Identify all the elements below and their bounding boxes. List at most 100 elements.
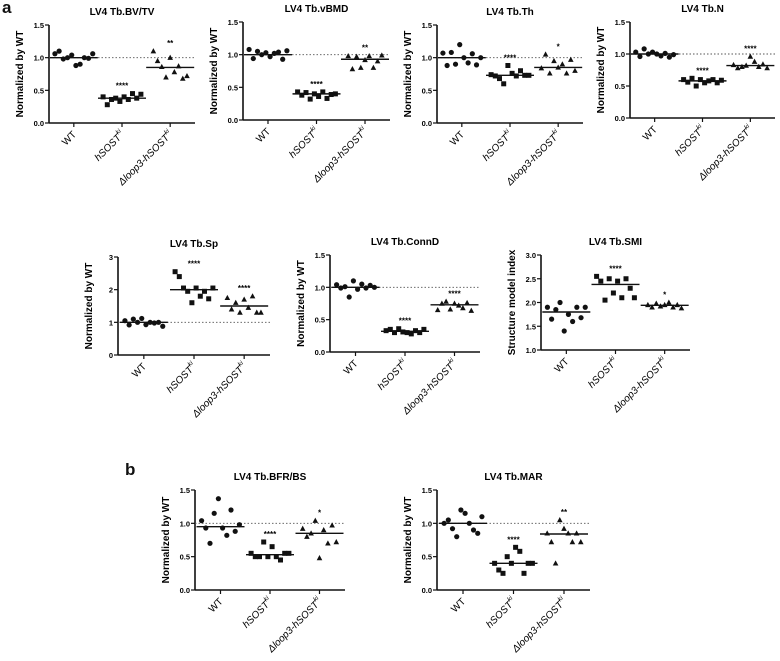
x-tick-label: Δloop3-hSOSTki [264,595,325,656]
y-tick-label: 1.0 [34,54,44,63]
significance-marker: * [663,291,667,300]
x-tick-label: WT [254,126,273,145]
significance-marker: ** [561,508,568,517]
x-tick-label: Δloop3-hSOSTki [502,128,563,189]
x-tick-label: Δloop3-hSOSTki [399,357,460,418]
y-tick-label: 0.0 [34,119,44,128]
x-tick-label: WT [130,361,149,380]
x-tick-label: WT [641,124,660,143]
y-axis-label: Normalized by WT [296,260,307,347]
y-tick-label: 3 [109,253,113,262]
x-tick-label: WT [449,596,468,615]
y-tick-label: 1.0 [422,54,432,63]
y-tick-label: 0.0 [228,116,238,125]
x-tick-label: hSOSTki [483,595,519,631]
panel-label-b: b [125,460,136,479]
significance-marker: **** [507,535,520,544]
chart-title: LV4 Tb.Th [486,7,534,18]
significance-marker: **** [238,284,251,293]
x-tick-label: hSOSTki [163,360,199,396]
x-tick-label: hSOSTki [585,355,621,391]
y-tick-label: 0 [109,351,113,360]
significance-marker: ** [362,43,369,52]
x-tick-label: hSOSTki [479,128,515,164]
x-tick-label: WT [207,596,226,615]
y-tick-label: 1 [109,318,113,327]
y-axis-label: Normalized by WT [596,27,607,114]
y-tick-label: 1.0 [180,519,190,528]
x-tick-label: WT [60,129,79,148]
y-tick-label: 0.0 [315,348,325,357]
x-tick-label: Δloop3-hSOSTki [508,595,569,656]
significance-marker: **** [188,260,201,269]
x-tick-label: Δloop3-hSOSTki [114,128,175,189]
y-tick-label: 0.5 [422,86,432,95]
y-tick-label: 0.5 [228,83,238,92]
significance-marker: **** [264,530,277,539]
y-tick-label: 0.0 [422,586,432,595]
significance-marker: **** [696,66,709,75]
y-tick-label: 0.0 [615,114,625,123]
y-tick-label: 1.0 [615,50,625,59]
chart-title: LV4 Tb.SMI [589,237,642,248]
y-axis-label: Structure model index [507,249,518,355]
y-axis-label: Normalized by WT [403,497,414,584]
significance-marker: ** [167,39,174,48]
x-tick-label: hSOSTki [239,595,275,631]
x-tick-label: Δloop3-hSOSTki [188,360,249,421]
x-tick-label: hSOSTki [672,123,708,159]
y-tick-label: 1.5 [34,21,44,30]
significance-marker: * [318,509,322,518]
y-tick-label: 0.0 [422,119,432,128]
y-tick-label: 0.5 [422,553,432,562]
x-tick-label: Δloop3-hSOSTki [609,355,670,416]
significance-marker: * [557,42,561,51]
y-axis-label: Normalized by WT [15,31,26,118]
chart-title: LV4 Tb.Sp [170,239,218,250]
y-tick-label: 0.5 [180,553,190,562]
y-axis-label: Normalized by WT [403,31,414,118]
chart-title: LV4 Tb.N [681,4,724,15]
y-tick-label: 1.5 [615,18,625,27]
y-axis-label: Normalized by WT [161,497,172,584]
y-tick-label: 1.5 [422,486,432,495]
y-axis-label: Normalized by WT [209,28,220,115]
y-tick-label: 0.0 [180,586,190,595]
x-tick-label: WT [342,358,361,377]
x-tick-label: WT [448,129,467,148]
panel-label-a: a [2,0,12,17]
chart-title: LV4 Tb.ConnD [371,237,439,248]
chart-lv4-tb-smi: LV4 Tb.SMI Structure model index 1.0 1.5 2.0… [507,237,690,416]
y-tick-label: 1.5 [228,18,238,27]
x-tick-label: WT [553,356,572,375]
y-tick-label: 1.0 [422,519,432,528]
significance-marker: **** [744,45,757,54]
y-tick-label: 2.5 [526,275,536,284]
y-tick-label: 3.0 [526,251,536,260]
chart-lv4-tb-bv-tv: LV4 Tb.BV/TV Normalized by WT 0.0 0.5 1.0 1.5… [15,7,195,189]
x-tick-label: Δloop3-hSOSTki [695,123,756,184]
significance-marker: **** [504,54,517,63]
y-tick-label: 2 [109,286,113,295]
y-axis-label: Normalized by WT [84,263,95,350]
significance-marker: **** [310,80,323,89]
y-tick-label: 1.5 [180,486,190,495]
y-tick-label: 1.5 [526,322,536,331]
significance-marker: **** [448,290,461,299]
y-tick-label: 1.0 [315,283,325,292]
significance-marker: **** [609,264,622,273]
y-tick-label: 1.0 [228,51,238,60]
chart-title: LV4 Tb.BV/TV [90,7,155,18]
y-tick-label: 2.0 [526,299,536,308]
significance-marker: **** [399,317,412,326]
y-tick-label: 1.5 [422,21,432,30]
y-tick-label: 1.0 [526,346,536,355]
significance-marker: **** [116,82,129,91]
y-tick-label: 0.5 [34,86,44,95]
